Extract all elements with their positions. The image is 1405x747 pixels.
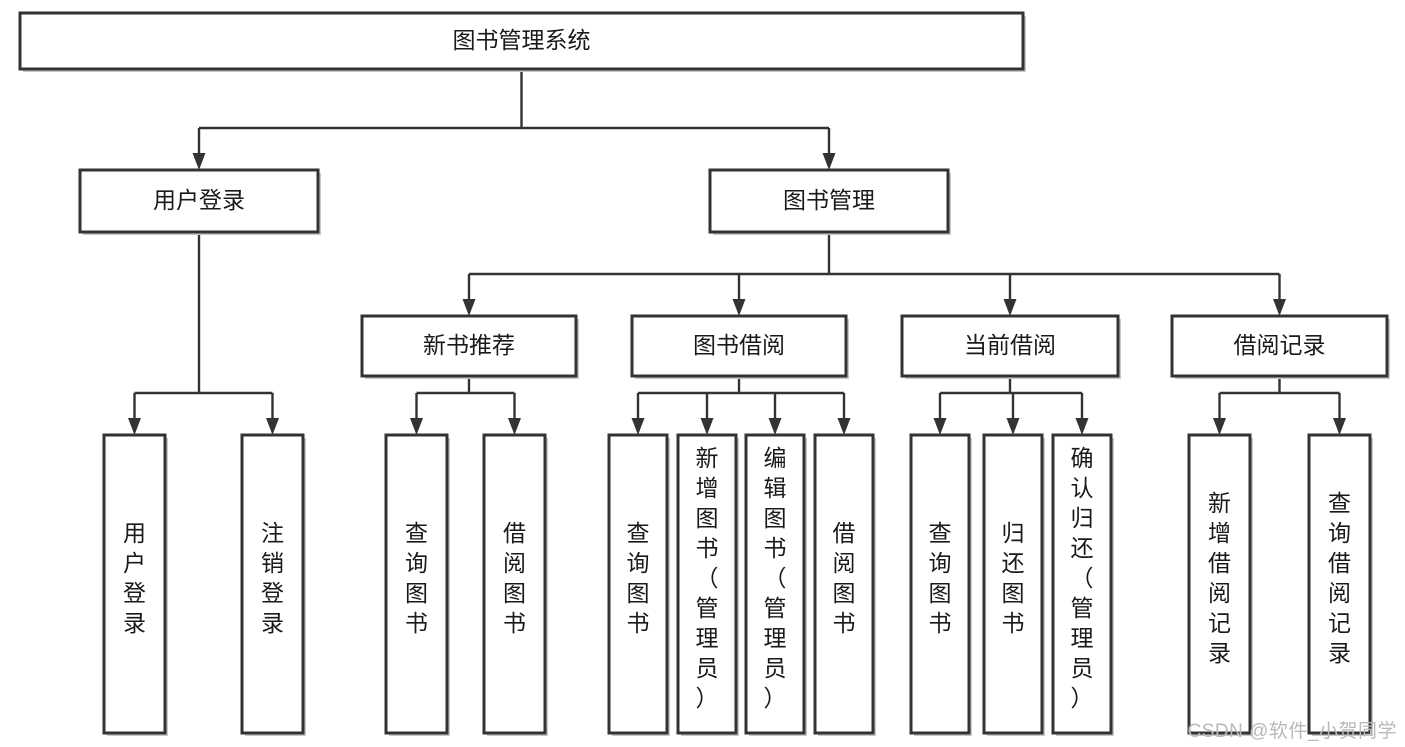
node-box[interactable] <box>482 433 547 735</box>
node-leaf-query-borrow-record[interactable]: 查询借阅记录 <box>1307 433 1373 736</box>
arrow-head-icon <box>768 418 782 435</box>
node-label: 借阅记录 <box>1234 332 1326 358</box>
node-label: 编辑图书（管理员） <box>764 445 787 711</box>
node-box[interactable] <box>900 314 1120 378</box>
node-leaf-confirm-return[interactable]: 确认归还（管理员） <box>1051 433 1114 736</box>
nodes-layer: 图书管理系统用户登录图书管理新书推荐图书借阅当前借阅借阅记录用户登录注销登录查询… <box>18 11 1390 736</box>
node-box[interactable] <box>813 433 875 735</box>
node-box[interactable] <box>1307 433 1372 735</box>
node-new-book-recommend[interactable]: 新书推荐 <box>360 314 579 379</box>
node-box[interactable] <box>744 433 806 735</box>
arrow-head-icon <box>837 418 851 435</box>
arrow-head-icon <box>462 299 476 316</box>
node-box[interactable] <box>909 433 971 735</box>
node-label: 归还图书 <box>1002 520 1025 636</box>
node-box[interactable] <box>18 11 1025 71</box>
node-box[interactable] <box>1051 433 1113 735</box>
node-label: 新增图书（管理员） <box>696 445 719 711</box>
node-label: 新增借阅记录 <box>1208 490 1231 666</box>
node-label: 查询图书 <box>627 520 650 636</box>
arrow-head-icon <box>933 418 947 435</box>
node-leaf-user-login[interactable]: 用户登录 <box>102 433 168 736</box>
node-label: 用户登录 <box>123 520 146 636</box>
node-leaf-borrow-book-2[interactable]: 借阅图书 <box>813 433 876 736</box>
node-leaf-query-book-1[interactable]: 查询图书 <box>384 433 450 736</box>
node-user-login[interactable]: 用户登录 <box>78 168 321 235</box>
node-label: 图书管理 <box>783 187 875 213</box>
node-label: 图书借阅 <box>693 332 785 358</box>
node-leaf-borrow-book-1[interactable]: 借阅图书 <box>482 433 548 736</box>
arrow-head-icon <box>1273 299 1286 316</box>
arrow-head-icon <box>822 153 836 170</box>
arrow-head-icon <box>1003 299 1017 316</box>
arrow-head-icon <box>128 418 141 435</box>
node-borrow-record[interactable]: 借阅记录 <box>1170 314 1390 379</box>
node-label: 图书管理系统 <box>453 27 591 53</box>
node-root[interactable]: 图书管理系统 <box>18 11 1026 72</box>
node-book-borrow[interactable]: 图书借阅 <box>630 314 849 379</box>
node-label: 新书推荐 <box>423 332 515 358</box>
node-label: 确认归还（管理员） <box>1071 445 1094 711</box>
node-leaf-add-borrow-record[interactable]: 新增借阅记录 <box>1187 433 1253 736</box>
node-box[interactable] <box>708 168 950 234</box>
node-label: 当前借阅 <box>964 332 1056 358</box>
node-leaf-add-book[interactable]: 新增图书（管理员） <box>676 433 739 736</box>
edges-layer <box>128 69 1346 435</box>
node-label: 注销登录 <box>261 520 284 636</box>
node-leaf-edit-book[interactable]: 编辑图书（管理员） <box>744 433 807 736</box>
arrow-head-icon <box>410 418 423 435</box>
node-box[interactable] <box>1170 314 1389 378</box>
node-box[interactable] <box>1187 433 1252 735</box>
arrow-head-icon <box>732 299 746 316</box>
arrow-head-icon <box>1006 418 1020 435</box>
node-leaf-return-book[interactable]: 归还图书 <box>982 433 1045 736</box>
node-box[interactable] <box>384 433 449 735</box>
arrow-head-icon <box>1213 418 1226 435</box>
node-book-manage[interactable]: 图书管理 <box>708 168 951 235</box>
node-box[interactable] <box>78 168 320 234</box>
arrow-head-icon <box>631 418 645 435</box>
node-label: 借阅图书 <box>833 520 856 636</box>
node-box[interactable] <box>240 433 305 735</box>
arrow-head-icon <box>1333 418 1346 435</box>
node-leaf-query-book-2[interactable]: 查询图书 <box>607 433 670 736</box>
node-box[interactable] <box>607 433 669 735</box>
node-box[interactable] <box>360 314 578 378</box>
node-label: 查询借阅记录 <box>1328 490 1351 666</box>
node-leaf-query-book-3[interactable]: 查询图书 <box>909 433 972 736</box>
node-box[interactable] <box>982 433 1044 735</box>
node-box[interactable] <box>630 314 848 378</box>
arrow-head-icon <box>700 418 714 435</box>
arrow-head-icon <box>192 153 206 170</box>
watermark-label: CSDN @软件_小贺同学 <box>1187 721 1397 742</box>
node-label: 查询图书 <box>405 520 428 636</box>
node-leaf-user-logout[interactable]: 注销登录 <box>240 433 306 736</box>
arrow-head-icon <box>1075 418 1089 435</box>
node-box[interactable] <box>102 433 167 735</box>
node-current-borrow[interactable]: 当前借阅 <box>900 314 1121 379</box>
node-label: 用户登录 <box>153 187 245 213</box>
arrow-head-icon <box>266 418 279 435</box>
node-label: 查询图书 <box>929 520 952 636</box>
node-label: 借阅图书 <box>503 520 526 636</box>
node-box[interactable] <box>676 433 738 735</box>
arrow-head-icon <box>508 418 521 435</box>
